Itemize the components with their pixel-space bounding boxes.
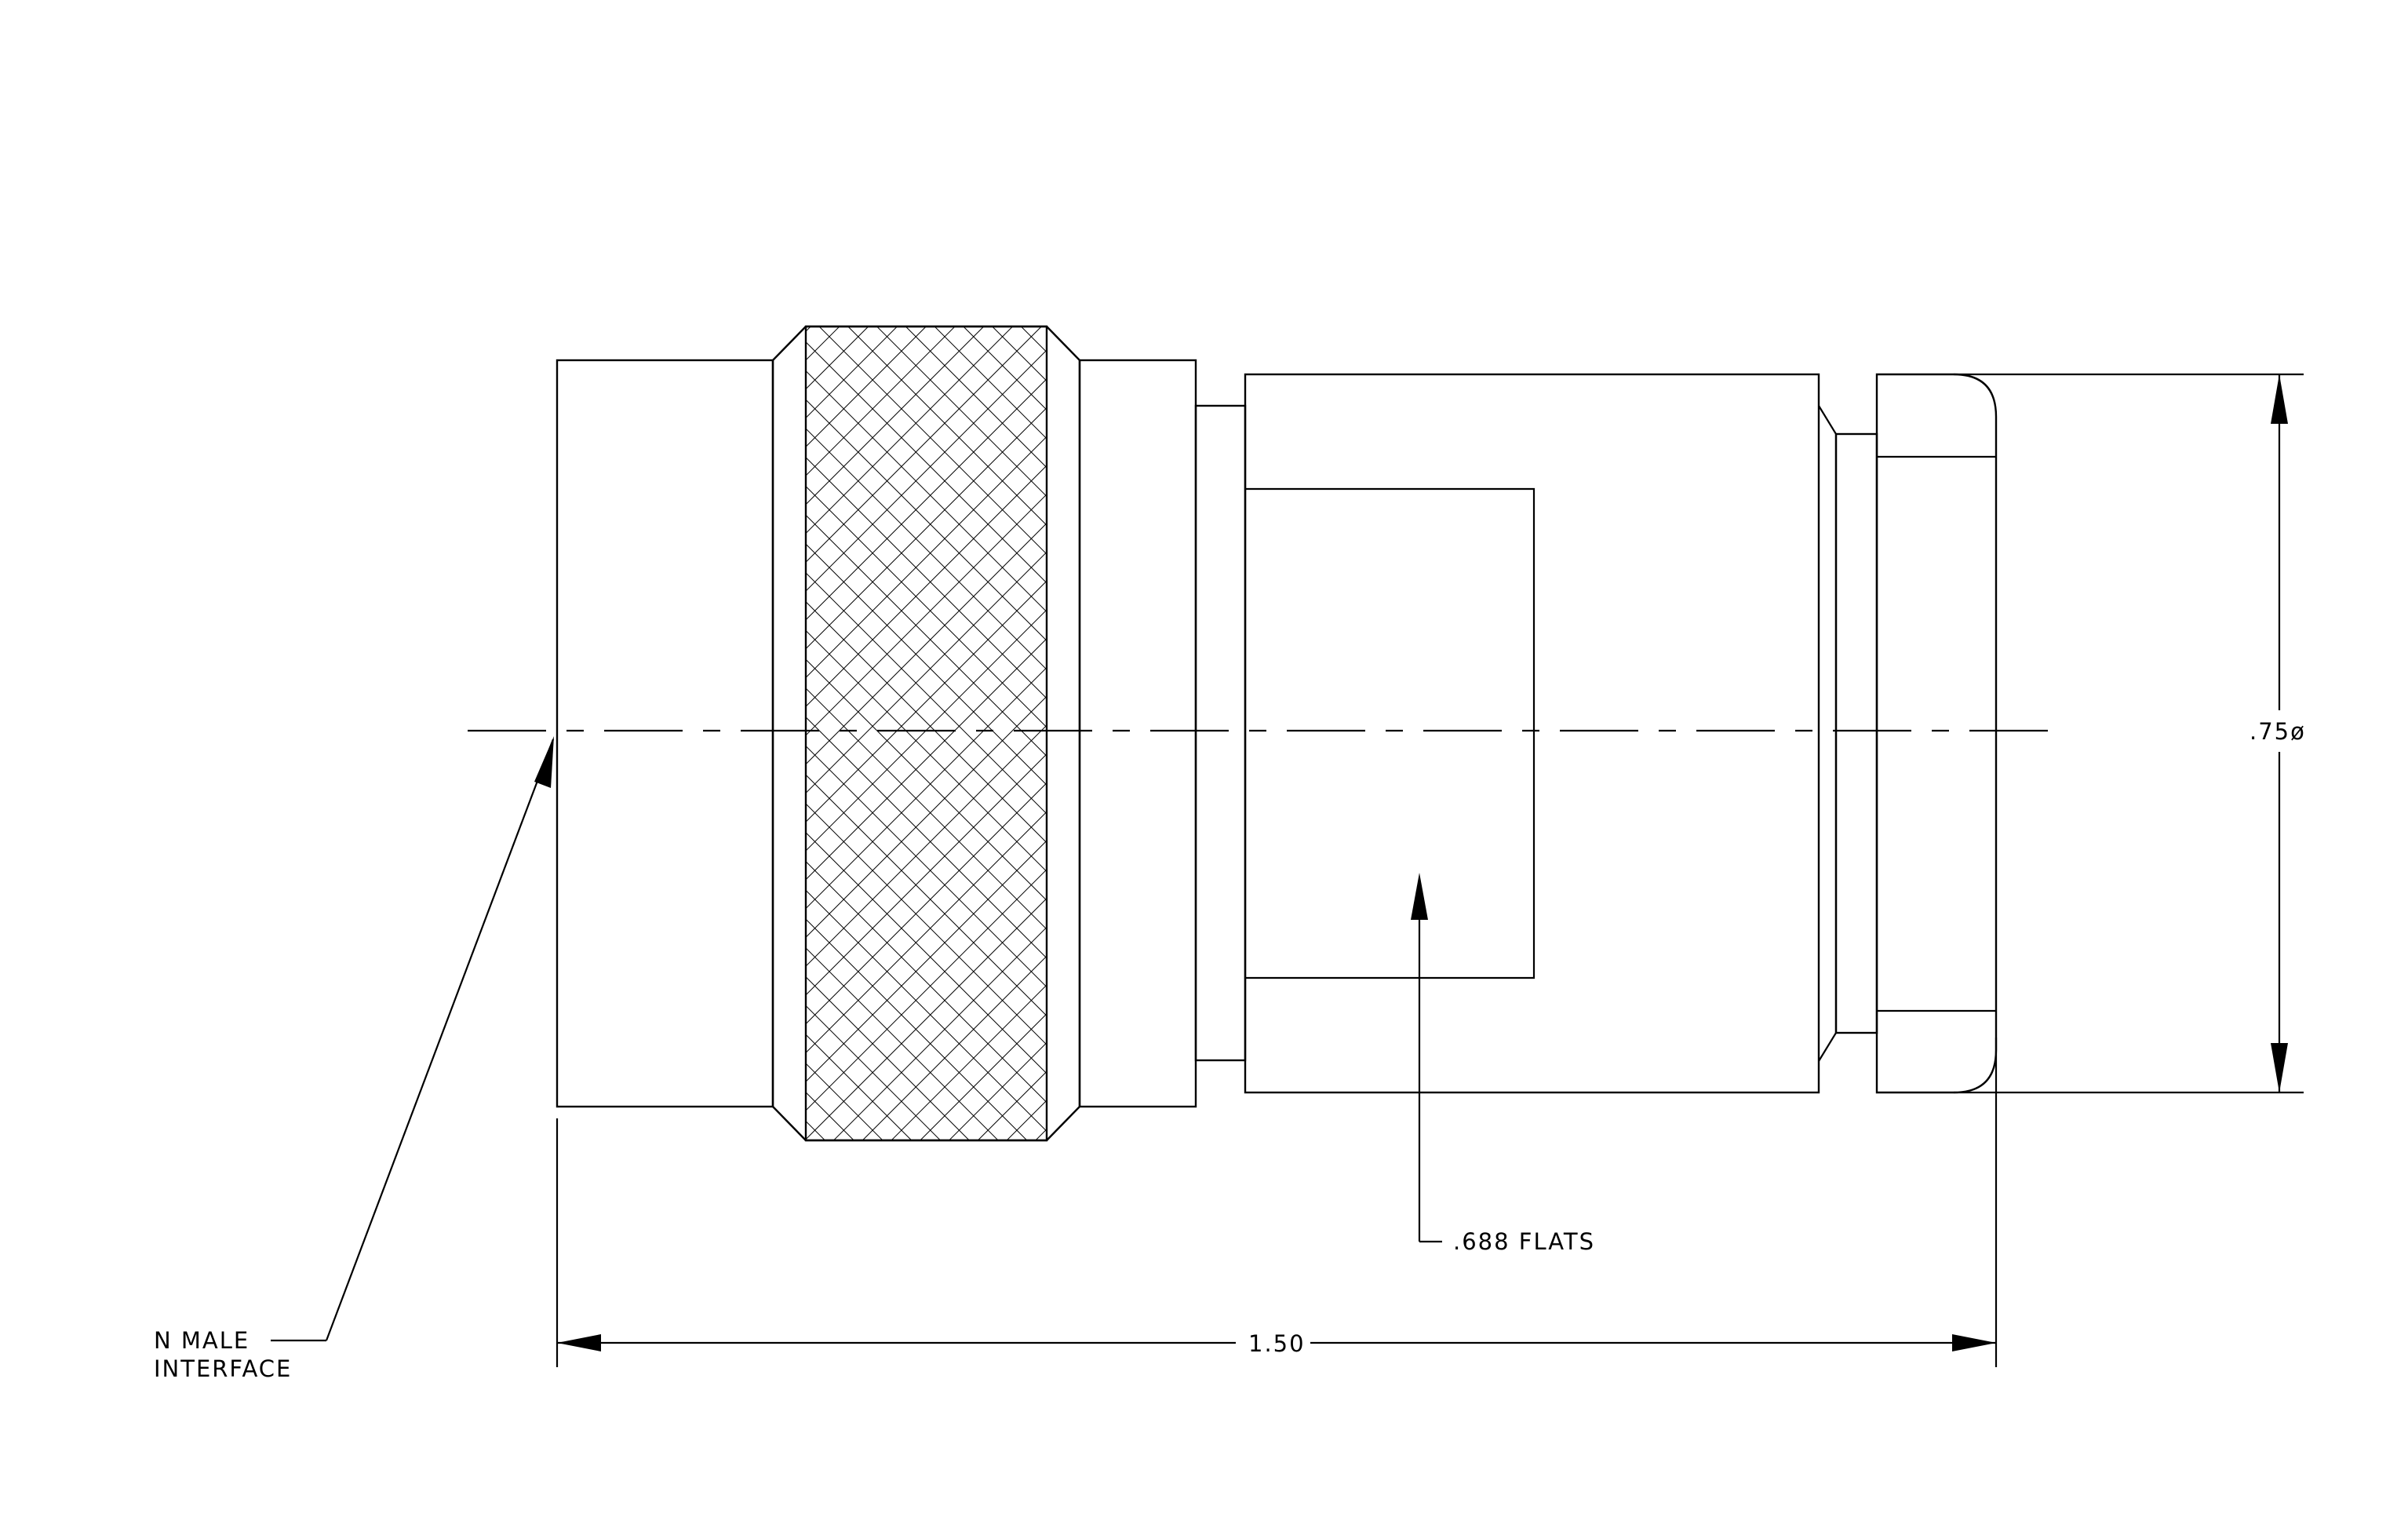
flats-arrow [1411,873,1428,920]
interface-label-line1: N MALE [154,1327,250,1354]
nut-collar [1078,359,1197,1108]
body-chamfer-top [1818,405,1838,1062]
neck [1194,404,1247,1062]
flats-callout-label: .688 FLATS [1453,1228,1595,1255]
left-body [556,359,774,1108]
hex-body [1244,373,1820,1094]
length-arrow-right [1952,1334,1996,1351]
diameter-dim-label: .75ø [2250,718,2306,745]
interface-label-line2: INTERFACE [154,1355,292,1382]
groove [1834,432,1878,1034]
diameter-arrow-down [2271,1043,2288,1092]
rear-cap [1875,373,1998,1094]
hex-flat [1245,487,1536,979]
length-dim-label: 1.50 [1248,1330,1306,1357]
length-arrow-left [557,1334,601,1351]
diameter-arrow-up [2271,374,2288,424]
interface-leader-diagonal [325,739,555,1341]
knurled-band [804,325,1048,1142]
interface-arrow [534,736,554,788]
